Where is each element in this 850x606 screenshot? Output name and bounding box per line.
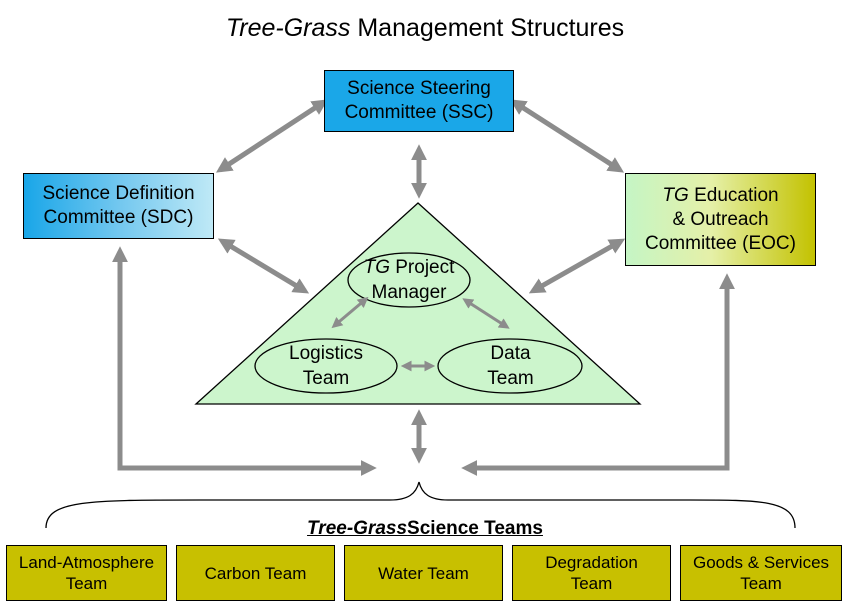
page-title: Tree-Grass Management Structures xyxy=(0,12,850,44)
eoc-line-1: TG Education xyxy=(645,184,796,208)
science-teams-heading-italic: Tree-Grass xyxy=(307,518,408,539)
eoc-line-3: Committee (EOC) xyxy=(645,232,796,254)
team-line-2: Team xyxy=(740,574,782,593)
title-italic: Tree-Grass xyxy=(225,14,351,42)
arrow-ssc-sdc xyxy=(215,99,329,173)
team-line-2: Team xyxy=(65,574,108,593)
arrow-sdc-teams xyxy=(111,246,377,477)
arrow-eoc-triangle xyxy=(528,238,626,294)
education-outreach-committee-box: TG Education & Outreach Committee (EOC) xyxy=(625,173,816,266)
eoc-line-1-italic: TG xyxy=(662,184,689,206)
science-teams-brace xyxy=(45,481,796,529)
eoc-line-1-rest: Education xyxy=(688,184,779,206)
team-line-1: Goods & Services xyxy=(692,553,830,572)
arrow-sdc-triangle xyxy=(217,238,310,294)
science-steering-committee-box: Science Steering Committee (SSC) xyxy=(324,70,514,132)
pm-line-2: Manager xyxy=(371,282,447,303)
arrow-pm-data xyxy=(462,298,510,329)
science-definition-committee-box: Science Definition Committee (SDC) xyxy=(23,173,214,239)
team-line-1: Carbon Team xyxy=(204,563,307,583)
data-team-line-1: Data xyxy=(490,343,531,364)
logistics-team-label: Logistics Team xyxy=(255,339,397,393)
team-line-2: Team xyxy=(570,574,613,593)
team-goods-services: Goods & Services Team xyxy=(680,545,842,601)
pm-line-1-rest: Project xyxy=(389,257,455,278)
science-teams-heading: Tree-GrassScience Teams xyxy=(200,518,650,540)
sdc-line-2: Committee (SDC) xyxy=(43,207,194,228)
team-line-1: Land-Atmosphere xyxy=(18,553,155,572)
logistics-line-2: Team xyxy=(302,368,350,389)
science-teams-heading-rest: Science Teams xyxy=(407,518,543,539)
pm-line-1-italic: TG xyxy=(363,257,390,278)
logistics-line-1: Logistics xyxy=(289,343,363,364)
ssc-line-2: Committee (SSC) xyxy=(344,102,494,123)
sdc-line-1: Science Definition xyxy=(42,183,195,204)
pm-line-1: TG Project xyxy=(364,255,455,280)
eoc-line-2: & Outreach xyxy=(672,208,769,230)
title-rest: Management Structures xyxy=(350,14,625,42)
team-carbon: Carbon Team xyxy=(176,545,335,601)
ssc-line-1: Science Steering xyxy=(347,78,491,99)
arrow-ssc-eoc xyxy=(509,99,625,173)
team-line-1: Degradation xyxy=(545,553,638,572)
data-team-line-2: Team xyxy=(487,368,534,389)
arrow-pm-logistics xyxy=(331,296,369,329)
project-manager-label: TG Project Manager xyxy=(348,253,470,307)
data-team-label: Data Team xyxy=(438,339,583,393)
team-water: Water Team xyxy=(344,545,503,601)
team-line-1: Water Team xyxy=(378,563,469,583)
arrow-eoc-teams xyxy=(461,273,736,477)
team-land-atmosphere: Land-Atmosphere Team xyxy=(6,545,167,601)
team-degradation: Degradation Team xyxy=(512,545,671,601)
